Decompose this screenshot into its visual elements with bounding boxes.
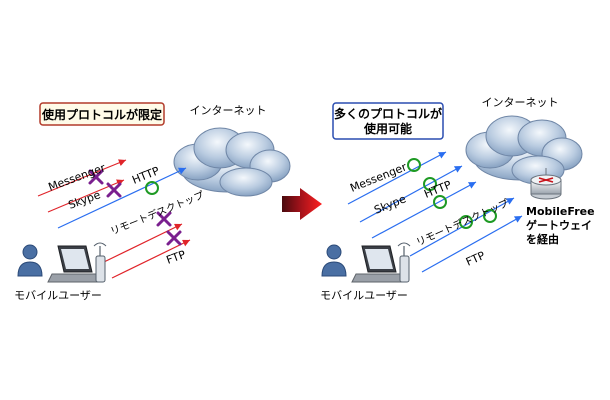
right-callout: 多くのプロトコルが 使用可能 [332, 102, 444, 140]
gateway-label: ゲートウェイ [526, 218, 592, 232]
right-messenger-allowed-icon [407, 158, 421, 172]
left-messenger-line [37, 159, 127, 197]
right-messenger-line [347, 151, 447, 205]
left-user-icon [17, 244, 43, 277]
right-user-label: モバイルユーザー [320, 289, 408, 302]
right-http-allowed-icon [433, 195, 447, 209]
left-http-line [57, 167, 187, 229]
left-panel: 使用プロトコルが限定 インターネット Messenger Skype HTTP [14, 102, 291, 302]
left-internet-cloud-icon [173, 127, 291, 197]
left-ftp-line [111, 239, 191, 279]
left-callout-text: 使用プロトコルが限定 [41, 107, 162, 122]
right-skype-label: Skype [372, 192, 408, 217]
right-messenger-label: Messenger [348, 160, 409, 195]
right-remote-allowed-icon [459, 215, 473, 229]
left-skype-blocked-icon [106, 182, 122, 198]
right-callout-line2: 使用可能 [363, 121, 412, 136]
left-messenger-blocked-icon [88, 169, 104, 185]
right-laptop-icon [351, 245, 405, 283]
right-ftp-allowed-icon [483, 209, 497, 223]
left-callout: 使用プロトコルが限定 [39, 102, 165, 126]
right-ftp-line [421, 215, 523, 273]
left-http-allowed-icon [145, 181, 159, 195]
transition-arrow-icon [282, 188, 322, 220]
right-phone-icon [397, 242, 411, 283]
right-user-icon [321, 244, 347, 277]
left-skype-label: Skype [67, 188, 103, 212]
right-callout-line1: 多くのプロトコルが [334, 106, 442, 121]
right-internet-cloud-icon [465, 115, 583, 185]
left-ftp-label: FTP [165, 248, 188, 267]
right-panel: 多くのプロトコルが 使用可能 インターネット MobileFree ゲートウェイ… [320, 96, 594, 302]
left-laptop-icon [47, 245, 101, 283]
right-remote-label: リモートデスクトップ [414, 196, 511, 249]
right-http-line [371, 181, 477, 239]
right-internet-label: インターネット [482, 96, 559, 109]
gateway-router-icon [530, 168, 562, 200]
left-remote-label: リモートデスクトップ [108, 188, 206, 238]
left-user-label: モバイルユーザー [14, 289, 102, 302]
gateway-name: MobileFree [526, 205, 595, 218]
left-remote-blocked-icon [156, 211, 172, 227]
right-skype-allowed-icon [423, 177, 437, 191]
left-internet-label: インターネット [190, 104, 267, 117]
right-skype-line [359, 165, 463, 223]
gateway-route-label: を経由 [526, 232, 559, 246]
right-ftp-label: FTP [464, 249, 487, 269]
left-phone-icon [93, 242, 107, 283]
left-remote-line [103, 223, 183, 263]
left-ftp-blocked-icon [166, 230, 182, 246]
